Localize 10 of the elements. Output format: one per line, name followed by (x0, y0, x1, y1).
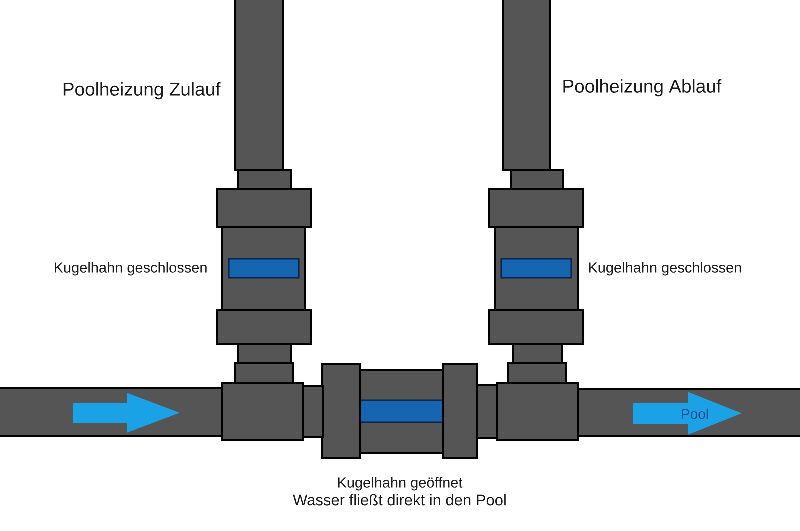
ball-valve (322, 364, 478, 460)
valve-label: Kugelhahn geschlossen (55, 262, 207, 276)
valve-label: Kugelhahn geöffnet (338, 477, 463, 491)
pipe-label: Poolheizung Ablauf (564, 79, 722, 97)
valve-label: Kugelhahn geschlossen (589, 262, 742, 276)
ball-valve (488, 188, 584, 345)
ball-valve (216, 188, 312, 345)
note-text: Wasser fließt direkt in den Pool (293, 494, 506, 506)
pipe-label: Poolheizung Zulauf (64, 82, 221, 100)
flow-label: Pool (682, 408, 708, 420)
